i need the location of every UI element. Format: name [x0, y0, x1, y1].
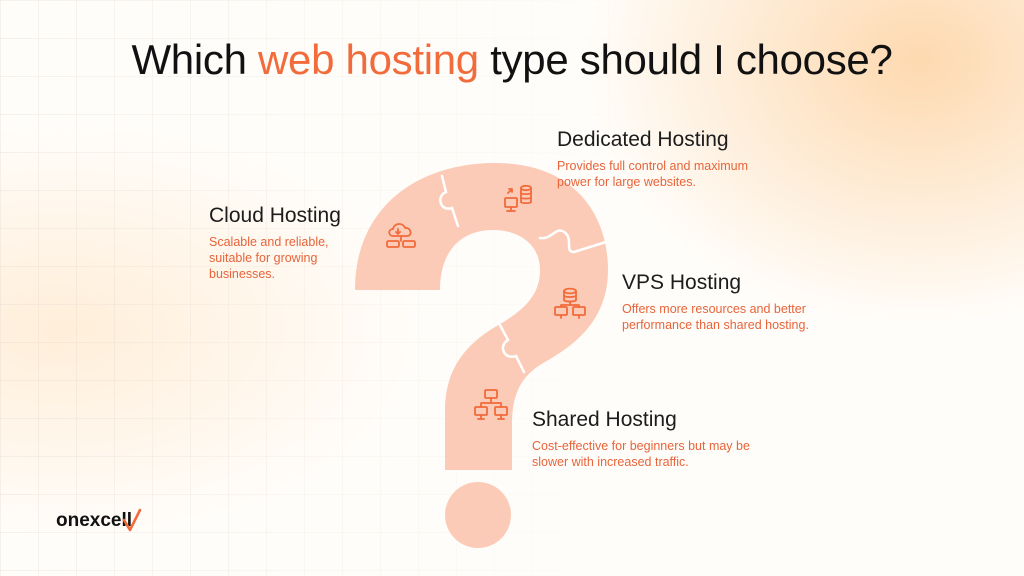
title-accent: web hosting — [258, 36, 479, 83]
vps-hosting-title: VPS Hosting — [622, 271, 742, 294]
desc-line: Offers more resources and better — [622, 302, 806, 316]
vps-hosting-item: VPS Hosting Offers more resources and be… — [622, 271, 809, 333]
title-prefix: Which — [131, 36, 258, 83]
cloud-hosting-description: Scalable and reliable, suitable for growi… — [209, 234, 341, 282]
dedicated-hosting-description: Provides full control and maximum power f… — [557, 158, 748, 190]
cloud-server-icon — [386, 223, 416, 248]
shared-hosting-title: Shared Hosting — [532, 408, 677, 431]
puzzle-seam-1 — [439, 174, 460, 228]
desc-line: Scalable and reliable, — [209, 235, 329, 249]
question-mark-body — [355, 163, 608, 470]
cloud-hosting-item: Cloud Hosting Scalable and reliable, suit… — [209, 204, 341, 282]
database-network-icon — [554, 287, 586, 319]
desc-line: Provides full control and maximum — [557, 159, 749, 173]
dedicated-hosting-item: Dedicated Hosting Provides full control … — [557, 128, 748, 190]
desc-line: slower with increased traffic. — [532, 455, 689, 469]
puzzle-seam-2 — [538, 229, 608, 254]
vps-hosting-description: Offers more resources and better performa… — [622, 301, 809, 333]
shared-hosting-item: Shared Hosting Cost-effective for beginn… — [532, 408, 750, 470]
check-tick-icon — [122, 508, 142, 532]
shared-hosting-description: Cost-effective for beginners but may be s… — [532, 438, 750, 470]
desc-line: suitable for growing — [209, 251, 318, 265]
desc-line: Cost-effective for beginners but may be — [532, 439, 750, 453]
cloud-hosting-title: Cloud Hosting — [209, 204, 341, 227]
puzzle-seam-3 — [498, 323, 526, 374]
network-computers-icon — [474, 389, 508, 420]
question-mark-dot — [445, 482, 511, 548]
desc-line: power for large websites. — [557, 175, 696, 189]
brand-logo-text: onexcell — [56, 510, 133, 531]
puzzle-seams — [439, 174, 608, 374]
title-suffix: type should I choose? — [478, 36, 893, 83]
page-title: Which web hosting type should I choose? — [0, 36, 1024, 84]
dedicated-hosting-title: Dedicated Hosting — [557, 128, 729, 151]
desc-line: businesses. — [209, 267, 276, 281]
server-monitor-icon — [504, 184, 532, 212]
brand-logo: onexcell — [56, 508, 142, 532]
desc-line: performance than shared hosting. — [622, 318, 809, 332]
